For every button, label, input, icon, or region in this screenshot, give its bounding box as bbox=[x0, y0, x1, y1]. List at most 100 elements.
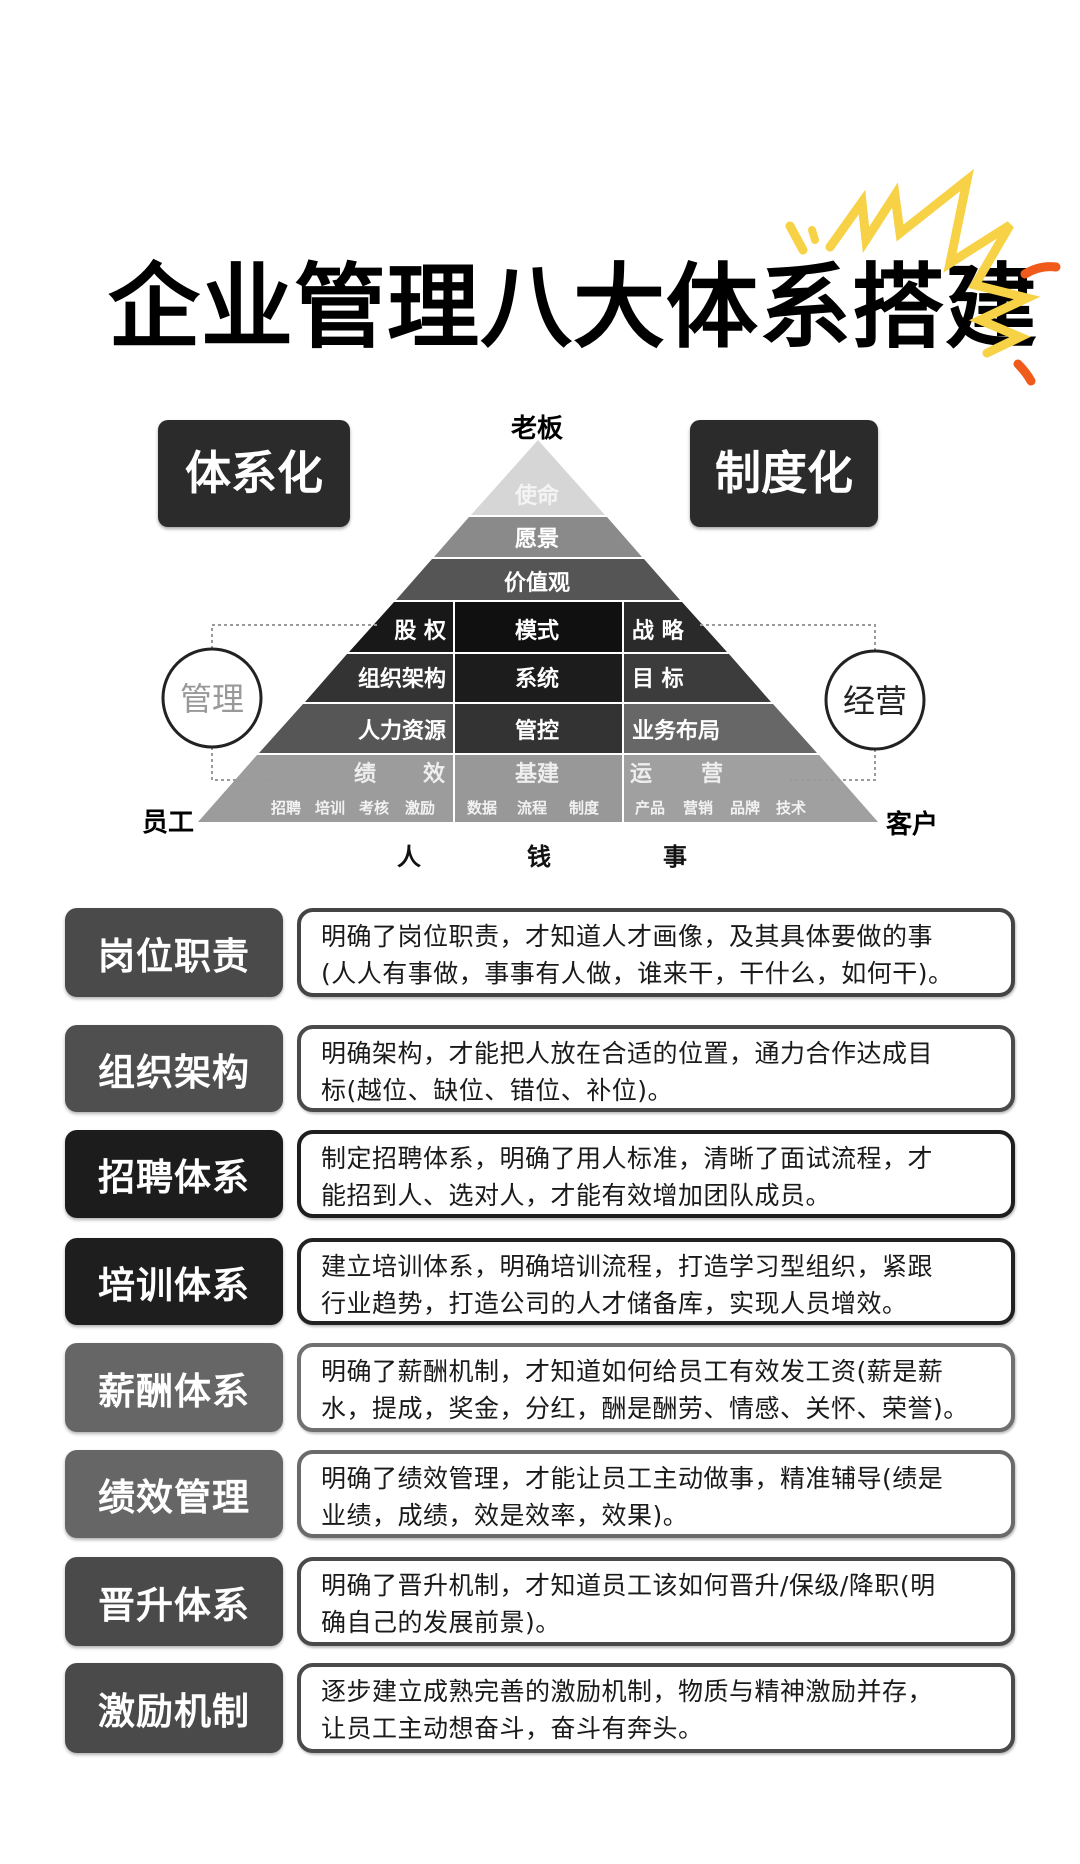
system-label: 岗位职责 bbox=[65, 908, 283, 997]
band-row2-middle bbox=[455, 654, 622, 702]
band-row1-middle bbox=[455, 602, 622, 652]
system-row-promotion: 晋升体系 明确了晋升机制，才知道员工该如何晋升/保级/降职(明 确自己的发展前景… bbox=[65, 1557, 1015, 1646]
management-circle bbox=[161, 647, 263, 749]
band-base-right bbox=[624, 755, 878, 822]
description-line: 行业趋势，打造公司的人才储备库，实现人员增效。 bbox=[321, 1289, 908, 1318]
description-line: 明确了晋升机制，才知道员工该如何晋升/保级/降职(明 bbox=[321, 1571, 936, 1600]
column-people-label: 人 bbox=[397, 843, 421, 871]
system-label: 晋升体系 bbox=[65, 1557, 283, 1646]
base-right-item: 品牌 bbox=[730, 799, 760, 817]
band-base-left bbox=[198, 755, 453, 822]
orange-stroke-icon bbox=[1013, 359, 1036, 386]
system-description: 明确架构，才能把人放在合适的位置，通力合作达成目 标(越位、缺位、错位、补位)。 bbox=[297, 1025, 1015, 1112]
row3-right-label: 业务布局 bbox=[632, 718, 720, 744]
description-line: 标(越位、缺位、错位、补位)。 bbox=[321, 1076, 674, 1105]
base-middle-title: 基建 bbox=[515, 762, 559, 787]
base-left-item: 激励 bbox=[405, 799, 435, 817]
description-line: 明确架构，才能把人放在合适的位置，通力合作达成目 bbox=[321, 1039, 934, 1068]
system-label: 绩效管理 bbox=[65, 1450, 283, 1538]
left-corner-label: 员工 bbox=[142, 808, 194, 838]
band-row3-middle bbox=[455, 704, 622, 753]
band-row3-left bbox=[259, 704, 453, 753]
band-vision-label: 愿景 bbox=[515, 527, 559, 552]
band-row2-right bbox=[624, 654, 771, 702]
institutionalization-tag: 制度化 bbox=[690, 420, 878, 527]
operation-circle bbox=[824, 649, 926, 751]
description-line: 明确了岗位职责，才知道人才画像，及其具体要做的事 bbox=[321, 922, 934, 951]
right-corner-label: 客户 bbox=[886, 809, 938, 840]
band-values-label: 价值观 bbox=[504, 570, 570, 596]
base-left-title-2: 效 bbox=[423, 761, 445, 787]
row2-right-label: 目 标 bbox=[632, 666, 684, 692]
system-row-incentive: 激励机制 逐步建立成熟完善的激励机制，物质与精神激励并存， 让员工主动想奋斗，奋… bbox=[65, 1663, 1015, 1753]
system-row-training: 培训体系 建立培训体系，明确培训流程，打造学习型组织，紧跟 行业趋势，打造公司的… bbox=[65, 1238, 1015, 1325]
system-label: 激励机制 bbox=[65, 1663, 283, 1753]
system-label: 组织架构 bbox=[65, 1025, 283, 1112]
description-line: 确自己的发展前景)。 bbox=[321, 1608, 561, 1637]
system-description: 明确了晋升机制，才知道员工该如何晋升/保级/降职(明 确自己的发展前景)。 bbox=[297, 1557, 1015, 1646]
description-line: 逐步建立成熟完善的激励机制，物质与精神激励并存， bbox=[321, 1677, 934, 1706]
column-money-label: 钱 bbox=[527, 843, 551, 871]
system-label: 培训体系 bbox=[65, 1238, 283, 1325]
row2-left-label: 组织架构 bbox=[358, 666, 446, 692]
row1-left-label: 股 权 bbox=[394, 618, 447, 644]
base-middle-item: 流程 bbox=[517, 799, 547, 817]
base-left-title-1: 绩 bbox=[354, 761, 376, 787]
band-row2-left bbox=[305, 654, 453, 702]
system-description: 制定招聘体系，明确了用人标准，清晰了面试流程，才 能招到人、选对人，才能有效增加… bbox=[297, 1130, 1015, 1218]
band-mission-label: 使命 bbox=[514, 483, 560, 509]
band-row1-right bbox=[624, 602, 727, 652]
system-description: 逐步建立成熟完善的激励机制，物质与精神激励并存， 让员工主动想奋斗，奋斗有奔头。 bbox=[297, 1663, 1015, 1753]
band-row1-left bbox=[349, 602, 453, 652]
description-line: 水，提成，奖金，分红，酬是酬劳、情感、关怀、荣誉)。 bbox=[321, 1394, 969, 1423]
description-line: 制定招聘体系，明确了用人标准，清晰了面试流程，才 bbox=[321, 1144, 934, 1173]
band-values bbox=[396, 559, 680, 600]
page-title: 企业管理八大体系搭建 bbox=[108, 254, 1039, 361]
base-left-item: 培训 bbox=[315, 799, 345, 817]
base-right-title-2: 营 bbox=[701, 762, 723, 787]
left-bracket-line bbox=[211, 624, 380, 781]
system-description: 明确了薪酬机制，才知道如何给员工有效发工资(薪是薪 水，提成，奖金，分红，酬是酬… bbox=[297, 1343, 1015, 1432]
description-line: 让员工主动想奋斗，奋斗有奔头。 bbox=[321, 1714, 704, 1743]
apex-label: 老板 bbox=[511, 414, 563, 444]
description-line: 明确了薪酬机制，才知道如何给员工有效发工资(薪是薪 bbox=[321, 1357, 944, 1386]
base-right-title-1: 运 bbox=[630, 762, 652, 787]
base-right-item: 技术 bbox=[776, 799, 806, 817]
base-middle-item: 制度 bbox=[569, 799, 600, 817]
system-row-compensation: 薪酬体系 明确了薪酬机制，才知道如何给员工有效发工资(薪是薪 水，提成，奖金，分… bbox=[65, 1343, 1015, 1432]
system-description: 建立培训体系，明确培训流程，打造学习型组织，紧跟 行业趋势，打造公司的人才储备库… bbox=[297, 1238, 1015, 1325]
system-row-recruitment: 招聘体系 制定招聘体系，明确了用人标准，清晰了面试流程，才 能招到人、选对人，才… bbox=[65, 1130, 1015, 1218]
system-description: 明确了岗位职责，才知道人才画像，及其具体要做的事 (人人有事做，事事有人做，谁来… bbox=[297, 908, 1015, 997]
yellow-tick-icon bbox=[785, 221, 808, 255]
base-middle-item: 数据 bbox=[467, 799, 497, 817]
system-row-job-duties: 岗位职责 明确了岗位职责，才知道人才画像，及其具体要做的事 (人人有事做，事事有… bbox=[65, 908, 1015, 997]
operation-circle-label: 经营 bbox=[843, 682, 907, 720]
system-description: 明确了绩效管理，才能让员工主动做事，精准辅导(绩是 业绩，成绩，效是效率，效果)… bbox=[297, 1450, 1015, 1538]
row1-right-label: 战 略 bbox=[632, 618, 685, 644]
base-left-item: 考核 bbox=[359, 799, 389, 817]
system-label: 薪酬体系 bbox=[65, 1343, 283, 1432]
institutionalization-tag-label: 制度化 bbox=[715, 446, 853, 500]
starburst-decoration-icon bbox=[785, 168, 1061, 386]
row2-middle-label: 系统 bbox=[515, 666, 559, 692]
base-right-item: 产品 bbox=[635, 799, 665, 817]
management-pyramid: 管理 经营 老板 员工 客户 使命 愿景 价值观 股 权 模式 战 略 组织架构… bbox=[142, 414, 938, 871]
description-line: 建立培训体系，明确培训流程，打造学习型组织，紧跟 bbox=[321, 1252, 934, 1281]
management-circle-label: 管理 bbox=[180, 680, 244, 718]
band-base-middle bbox=[455, 755, 622, 822]
systematization-tag: 体系化 bbox=[158, 420, 350, 527]
system-row-performance: 绩效管理 明确了绩效管理，才能让员工主动做事，精准辅导(绩是 业绩，成绩，效是效… bbox=[65, 1450, 1015, 1538]
description-line: 能招到人、选对人，才能有效增加团队成员。 bbox=[321, 1181, 832, 1210]
description-line: (人人有事做，事事有人做，谁来干，干什么，如何干)。 bbox=[321, 959, 954, 988]
row1-middle-label: 模式 bbox=[515, 619, 559, 644]
band-vision bbox=[434, 517, 642, 557]
description-line: 明确了绩效管理，才能让员工主动做事，精准辅导(绩是 bbox=[321, 1464, 944, 1493]
system-label: 招聘体系 bbox=[65, 1130, 283, 1218]
base-right-item: 营销 bbox=[683, 799, 713, 817]
orange-stroke-icon bbox=[1020, 262, 1061, 279]
system-row-org-structure: 组织架构 明确架构，才能把人放在合适的位置，通力合作达成目 标(越位、缺位、错位… bbox=[65, 1025, 1015, 1112]
right-bracket-line bbox=[700, 624, 876, 781]
row3-left-label: 人力资源 bbox=[358, 719, 446, 744]
yellow-dot-icon bbox=[808, 226, 819, 244]
band-mission bbox=[471, 440, 605, 515]
